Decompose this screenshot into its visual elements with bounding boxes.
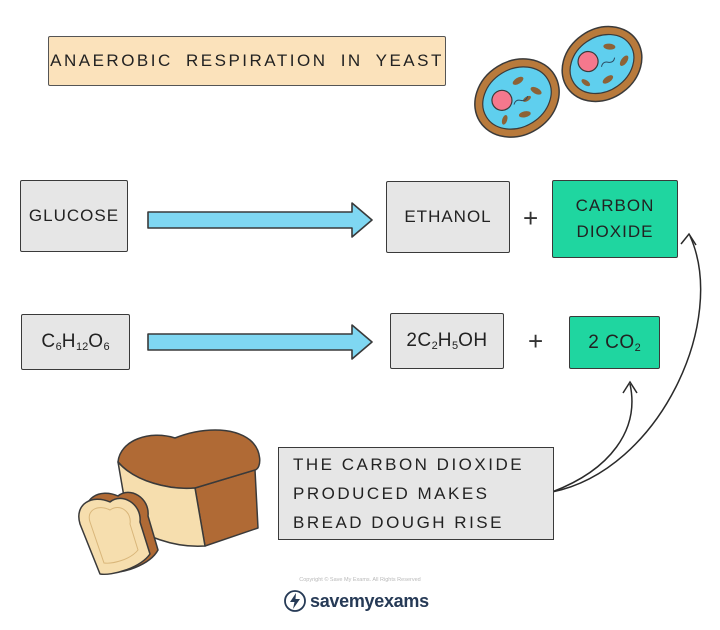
brand-name: savemyexams [310,590,429,611]
reactant-formula-box: C6H12O6 [21,314,130,370]
ethanol-formula-part: OH [458,330,488,351]
product-carbon-dioxide-box: CARBON DIOXIDE [552,180,678,258]
product-ethanol-formula: 2C2H5OH [406,330,487,352]
co2-formula-part: 2 CO [588,331,635,353]
note-line-2: PRODUCED MAKES [293,484,490,503]
lightning-bolt-icon [284,590,306,612]
note-line-1: THE CARBON DIOXIDE [293,455,525,474]
ethanol-formula-part: 2C [406,330,432,351]
yeast-cell-icon [561,25,643,103]
yeast-cell-icon [474,58,560,138]
ethanol-formula-part: 5 [452,340,459,352]
plus-sign-symbol: + [528,326,544,356]
product-ethanol-box: ETHANOL [386,181,510,253]
reactant-formula: C6H12O6 [41,331,109,353]
pointer-to-co2 [551,380,638,493]
diagram-title: ANAEROBIC RESPIRATION IN YEAST [48,36,446,86]
diagram-title-text: ANAEROBIC RESPIRATION IN YEAST [50,51,444,70]
product-co2-formula: 2 CO2 [588,332,640,354]
plus-sign-word: + [523,203,539,233]
note-line-3: BREAD DOUGH RISE [293,513,504,532]
product-ethanol-label: ETHANOL [404,207,492,226]
carbon-dioxide-line2: DIOXIDE [576,222,654,241]
reaction-arrow-word [147,202,373,238]
explanation-note-box: THE CARBON DIOXIDE PRODUCED MAKES BREAD … [278,447,554,540]
glucose-formula-part: O [88,331,104,352]
co2-formula-part: 2 [634,341,641,354]
glucose-formula-part: 6 [103,341,110,353]
reaction-arrow-symbol [147,324,373,360]
glucose-formula-part: H [61,331,76,352]
product-ethanol-formula-box: 2C2H5OH [390,313,504,369]
brand-logo: savemyexams [284,590,429,612]
reactant-glucose-label: GLUCOSE [28,206,120,225]
ethanol-formula-part: H [437,330,453,351]
glucose-formula-part: C [41,331,56,352]
copyright-text: Copyright © Save My Exams. All Rights Re… [299,577,421,583]
glucose-formula-part: 12 [75,341,89,353]
glucose-formula-part: 6 [55,341,62,353]
reactant-glucose-box: GLUCOSE [20,180,128,252]
carbon-dioxide-line1: CARBON [575,196,655,215]
ethanol-formula-part: 2 [431,340,438,352]
product-co2-formula-box: 2 CO2 [569,316,660,369]
